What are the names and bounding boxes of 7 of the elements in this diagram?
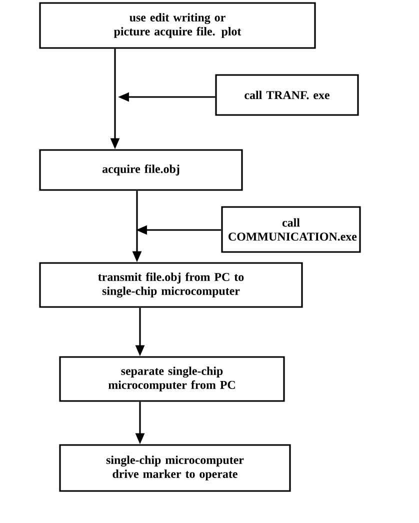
- process-box: transmit file.obj from PC to single-chip microcomputer: [39, 262, 303, 308]
- process-box: call COMMUNICATION.exe: [221, 206, 361, 253]
- process-box: acquire file.obj: [39, 149, 243, 191]
- process-box: use edit writing or picture acquire file. plot: [39, 2, 316, 49]
- process-box: single-chip microcomputer drive marker to operate: [59, 444, 291, 492]
- process-box: call TRANF. exe: [215, 74, 359, 116]
- process-box: separate single-chip microcomputer from PC: [59, 356, 285, 402]
